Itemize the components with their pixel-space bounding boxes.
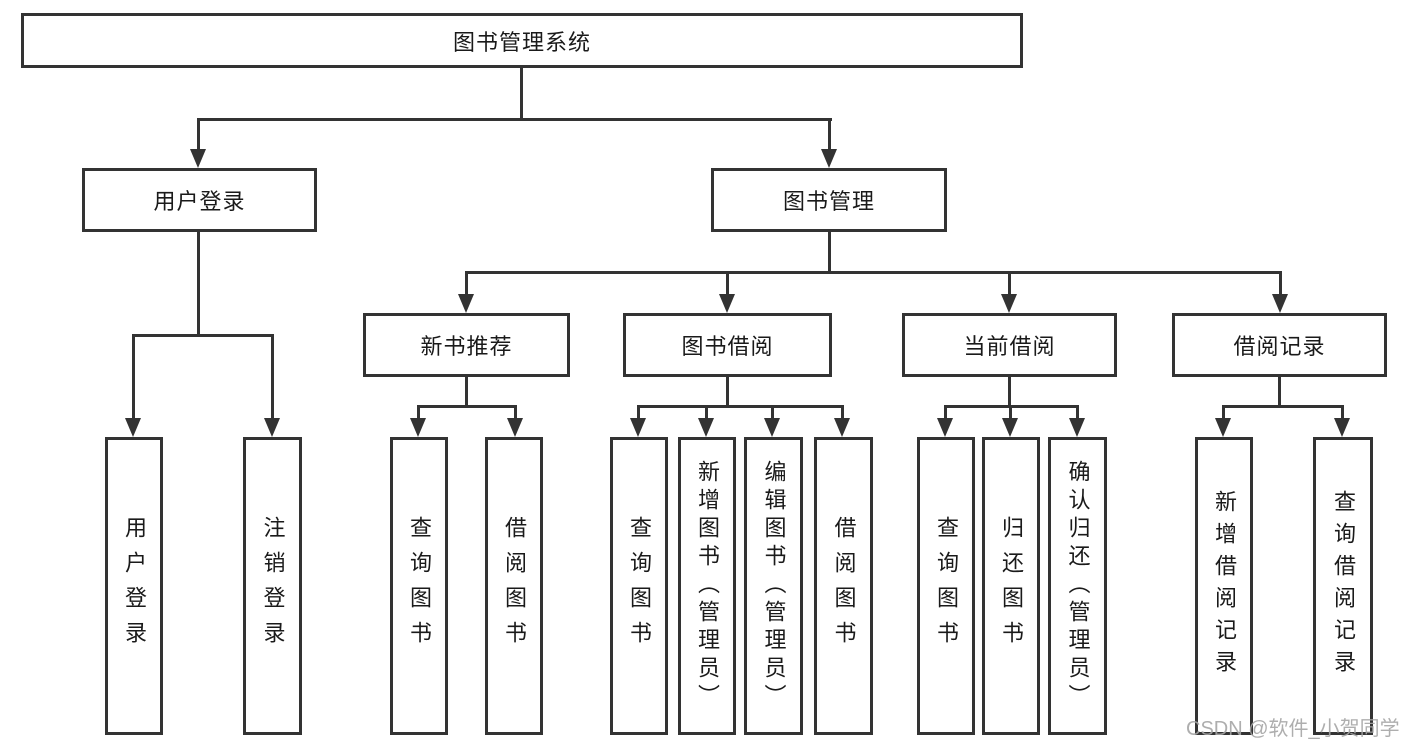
connector-line <box>1008 271 1011 297</box>
connector-line <box>417 405 517 408</box>
arrow-down-icon <box>264 418 280 437</box>
arrow-down-icon <box>125 418 141 437</box>
arrow-down-icon <box>410 418 426 437</box>
connector-line <box>132 334 135 420</box>
leaf-label: 编辑图书（管理员） <box>761 460 787 712</box>
arrow-down-icon <box>458 294 474 313</box>
leaf-return-books: 归还图书 <box>982 437 1040 735</box>
leaf-borrow-books-1: 借阅图书 <box>485 437 543 735</box>
leaf-user-login: 用户登录 <box>105 437 163 735</box>
connector-line <box>271 334 274 420</box>
connector-line <box>726 377 729 408</box>
connector-line <box>828 232 831 274</box>
connector-line <box>197 118 832 121</box>
leaf-label: 查询借阅记录 <box>1331 490 1356 682</box>
node-label: 用户登录 <box>153 189 246 214</box>
leaf-label: 确认归还（管理员） <box>1065 460 1091 712</box>
leaf-logout: 注销登录 <box>243 437 302 735</box>
arrow-down-icon <box>719 294 735 313</box>
arrow-down-icon <box>507 418 523 437</box>
leaf-query-books-1: 查询图书 <box>390 437 448 735</box>
connector-line <box>197 232 200 337</box>
arrow-down-icon <box>1002 418 1018 437</box>
connector-line <box>637 405 844 408</box>
connector-line <box>771 405 774 420</box>
arrow-down-icon <box>1001 294 1017 313</box>
leaf-confirm-return-admin: 确认归还（管理员） <box>1048 437 1107 735</box>
connector-line <box>1009 405 1012 420</box>
connector-line <box>1222 405 1344 408</box>
leaf-label: 借阅图书 <box>831 516 857 656</box>
leaf-borrow-books-2: 借阅图书 <box>814 437 873 735</box>
arrow-down-icon <box>630 418 646 437</box>
arrow-down-icon <box>190 149 206 168</box>
arrow-down-icon <box>834 418 850 437</box>
leaf-label: 借阅图书 <box>502 516 527 656</box>
connector-line <box>132 334 274 337</box>
arrow-down-icon <box>698 418 714 437</box>
node-label: 新书推荐 <box>420 334 513 359</box>
connector-line <box>1341 405 1344 420</box>
connector-line <box>197 118 200 151</box>
connector-line <box>514 405 517 420</box>
node-root-book-management-system: 图书管理系统 <box>21 13 1023 68</box>
arrow-down-icon <box>1334 418 1350 437</box>
leaf-label: 新增图书（管理员） <box>695 460 720 712</box>
connector-line <box>705 405 708 420</box>
leaf-label: 新增借阅记录 <box>1212 490 1237 682</box>
arrow-down-icon <box>937 418 953 437</box>
connector-line <box>944 405 947 420</box>
node-user-login: 用户登录 <box>82 168 317 232</box>
connector-line <box>465 271 1281 274</box>
connector-line <box>828 118 831 151</box>
node-label: 借阅记录 <box>1233 334 1326 359</box>
connector-line <box>520 68 523 118</box>
arrow-down-icon <box>1069 418 1085 437</box>
arrow-down-icon <box>1215 418 1231 437</box>
leaf-query-borrow-record: 查询借阅记录 <box>1313 437 1373 735</box>
leaf-label: 归还图书 <box>999 516 1024 656</box>
arrow-down-icon <box>821 149 837 168</box>
node-label: 图书借阅 <box>681 334 774 359</box>
connector-line <box>841 405 844 420</box>
connector-line <box>1279 271 1282 297</box>
connector-line <box>726 271 729 297</box>
node-borrowing-records: 借阅记录 <box>1172 313 1387 377</box>
connector-line <box>1222 405 1225 420</box>
node-current-borrowing: 当前借阅 <box>902 313 1117 377</box>
leaf-label: 查询图书 <box>934 516 959 656</box>
connector-line <box>1278 377 1281 408</box>
arrow-down-icon <box>764 418 780 437</box>
connector-line <box>465 377 468 408</box>
connector-line <box>637 405 640 420</box>
leaf-query-books-3: 查询图书 <box>917 437 975 735</box>
node-book-borrowing: 图书借阅 <box>623 313 832 377</box>
leaf-label: 注销登录 <box>260 516 286 656</box>
connector-line <box>1008 377 1011 408</box>
connector-line <box>465 271 468 297</box>
connector-line <box>417 405 420 420</box>
node-new-book-recommend: 新书推荐 <box>363 313 570 377</box>
leaf-label: 用户登录 <box>122 516 147 656</box>
leaf-edit-books-admin: 编辑图书（管理员） <box>744 437 803 735</box>
leaf-add-books-admin: 新增图书（管理员） <box>678 437 736 735</box>
node-label: 当前借阅 <box>963 334 1056 359</box>
arrow-down-icon <box>1272 294 1288 313</box>
csdn-watermark: CSDN @软件_小贺同学 <box>1186 718 1400 740</box>
connector-line <box>1076 405 1079 420</box>
node-label: 图书管理 <box>782 189 875 214</box>
leaf-add-borrow-record: 新增借阅记录 <box>1195 437 1253 735</box>
leaf-query-books-2: 查询图书 <box>610 437 668 735</box>
leaf-label: 查询图书 <box>407 516 432 656</box>
leaf-label: 查询图书 <box>627 516 652 656</box>
node-label: 图书管理系统 <box>452 29 591 55</box>
node-book-management: 图书管理 <box>711 168 947 232</box>
